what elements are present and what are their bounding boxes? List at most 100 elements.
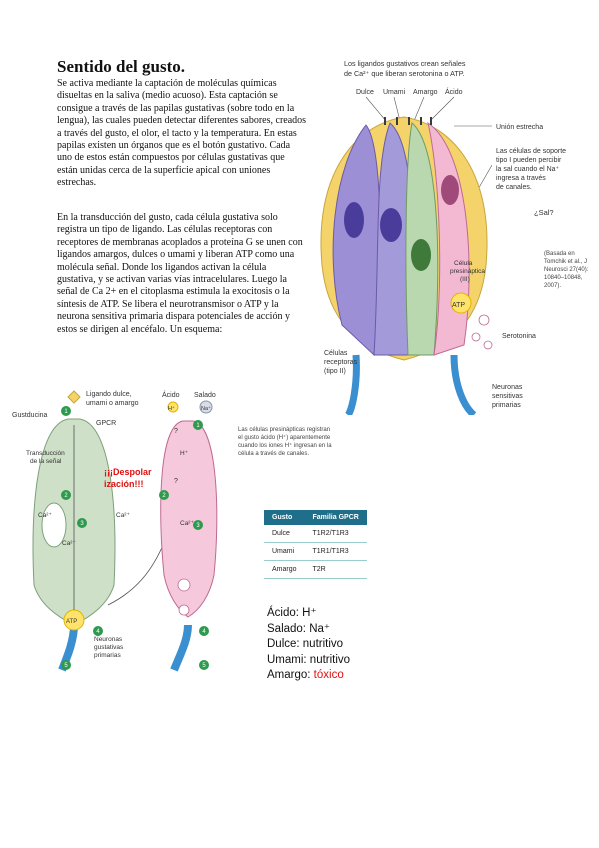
table-cell: Umami: [264, 542, 305, 561]
neuronas-line3: primarias: [94, 652, 121, 659]
source-line2: Tomchik et al., J: [544, 259, 587, 265]
taste-summary: Ácido: H⁺ Salado: Na⁺ Dulce: nutritivo U…: [267, 606, 350, 684]
ca-right-label: Ca²⁺: [180, 520, 194, 527]
step-numbers-left: 1 2 3 4 5: [64, 409, 100, 669]
nucleus-2: [380, 208, 402, 242]
svg-text:4: 4: [202, 629, 206, 635]
microvilli: [384, 117, 432, 125]
gustducina-label: Gustducina: [12, 412, 48, 419]
receptoras-line1: Células: [324, 350, 348, 357]
neuronas-line2: sensitivas: [492, 393, 523, 400]
source-line3: Neurosci 27(40):: [544, 267, 589, 273]
taste-bud-figure: Los ligandos gustativos crean señales de…: [320, 59, 589, 415]
salado-label: Salado: [194, 392, 216, 399]
receptoras-line2: receptoras: [324, 359, 358, 366]
fig1-caption-line1: Los ligandos gustativos crean señales: [344, 59, 466, 68]
ligand-line2: umami o amargo: [86, 400, 139, 407]
summary-acido: Ácido: H⁺: [267, 607, 317, 619]
salt-icon: [199, 400, 213, 414]
receptor-cell-3: [405, 122, 439, 356]
ca-channel-label: Ca²⁺: [116, 512, 130, 519]
table-cell: T1R2/T1R3: [304, 525, 367, 543]
ligand-line1: Ligando dulce,: [86, 391, 132, 398]
neuronas-line1: Neuronas: [94, 636, 123, 643]
presinaptic-note-line2: el gusto ácido (H⁺) aparentemente: [238, 434, 331, 441]
presinaptic-note-line4: célula a través de canales.: [238, 451, 309, 457]
ca-store: [41, 502, 67, 548]
source-line4: 10840–10848,: [544, 275, 583, 281]
table-row: Umami T1R1/T1R3: [264, 542, 367, 561]
label-umami: Umami: [383, 89, 406, 96]
summary-salado: Salado: Na⁺: [267, 622, 330, 635]
presynaptic-line3: (III): [460, 276, 470, 283]
atp-burst: [450, 292, 472, 314]
nucleus-4: [441, 175, 459, 205]
svg-text:5: 5: [64, 663, 68, 669]
neuron-right: [170, 624, 192, 672]
label-amargo: Amargo: [413, 89, 438, 96]
step-markers-left: [61, 406, 103, 670]
svg-text:3: 3: [196, 523, 200, 529]
receptoras-line3: (tipo II): [324, 368, 346, 375]
source-line1: (Basada en: [544, 251, 575, 257]
fig2-atp-label: ATP: [66, 619, 77, 625]
fig1-atp-label: ATP: [452, 302, 465, 309]
nucleus-1: [344, 202, 364, 238]
ca-left-label: Ca²⁺: [38, 512, 52, 519]
svg-text:5: 5: [202, 663, 206, 669]
step-numbers-right: 1 2 3 4 5: [162, 423, 206, 669]
summary-amargo: Amargo: tóxico: [267, 668, 350, 684]
despolarizacion-line1: ¡¡¡Despolar: [104, 467, 152, 477]
ligand-icon: [67, 390, 81, 404]
svg-text:4: 4: [96, 629, 100, 635]
soporte-line5: de canales.: [496, 184, 532, 191]
svg-text:3: 3: [80, 521, 84, 527]
intro-paragraph: Se activa mediante la captación de moléc…: [57, 78, 307, 189]
transduccion-line2: de la señal: [30, 458, 62, 465]
label-acido: Ácido: [445, 87, 463, 96]
soporte-line1: Las células de soporte: [496, 148, 566, 155]
summary-amargo-label: Amargo:: [267, 669, 314, 681]
table-header-row: Gusto Familia GPCR: [264, 510, 367, 525]
pathway-arrow-cross: [107, 534, 169, 606]
neuronas-line2: gustativas: [94, 644, 124, 651]
summary-umami: Umami: nutritivo: [267, 653, 351, 666]
sensory-neuron-1: [344, 354, 360, 415]
serotonina-label: Serotonina: [502, 333, 536, 340]
label-dulce: Dulce: [356, 89, 374, 96]
source-line5: 2007).: [544, 283, 561, 289]
summary-dulce: Dulce: nutritivo: [267, 638, 344, 650]
table-cell: T2R: [304, 560, 367, 579]
receptor-cell-1: [332, 124, 381, 357]
neuronas-line3: primarias: [492, 402, 521, 409]
table-cell: Amargo: [264, 560, 305, 579]
page-title: Sentido del gusto.: [57, 57, 185, 76]
table-cell: T1R1/T1R3: [304, 542, 367, 561]
presynaptic-line2: presináptica: [450, 268, 485, 275]
sensory-neuron-2: [450, 354, 477, 415]
right-vesicles: [177, 578, 191, 616]
step-markers-right: [159, 420, 209, 670]
ca-store-label: Ca²⁺: [62, 540, 76, 547]
svg-text:2: 2: [162, 493, 166, 499]
svg-text:1: 1: [196, 423, 200, 429]
presinaptic-note-line1: Las células presinápticas registran: [238, 427, 330, 433]
despolarizacion-line2: ización!!!: [104, 479, 144, 489]
nucleus-3: [411, 239, 431, 271]
transduction-figure: Ligando dulce, umami o amargo Gustducina…: [12, 390, 332, 672]
soporte-line2: tipo I pueden percibir: [496, 157, 562, 164]
neuronas-line1: Neuronas: [492, 384, 523, 391]
gpcr-label: GPCR: [96, 420, 116, 427]
table-header-gusto: Gusto: [264, 510, 305, 525]
svg-text:1: 1: [64, 409, 68, 415]
q1: ?: [174, 428, 178, 435]
h-in-cell: H⁺: [180, 450, 189, 457]
q2: ?: [174, 478, 178, 485]
na-ion-label: Na⁺: [201, 405, 211, 412]
gpcr-table: Gusto Familia GPCR Dulce T1R2/T1R3 Umami…: [264, 510, 367, 579]
presinaptic-note-line3: cuando los iones H⁺ ingresan en la: [238, 442, 332, 449]
svg-text:2: 2: [64, 493, 68, 499]
table-row: Amargo T2R: [264, 560, 367, 579]
h-ion-label: H⁺: [168, 405, 175, 412]
summary-amargo-value: tóxico: [313, 669, 344, 681]
